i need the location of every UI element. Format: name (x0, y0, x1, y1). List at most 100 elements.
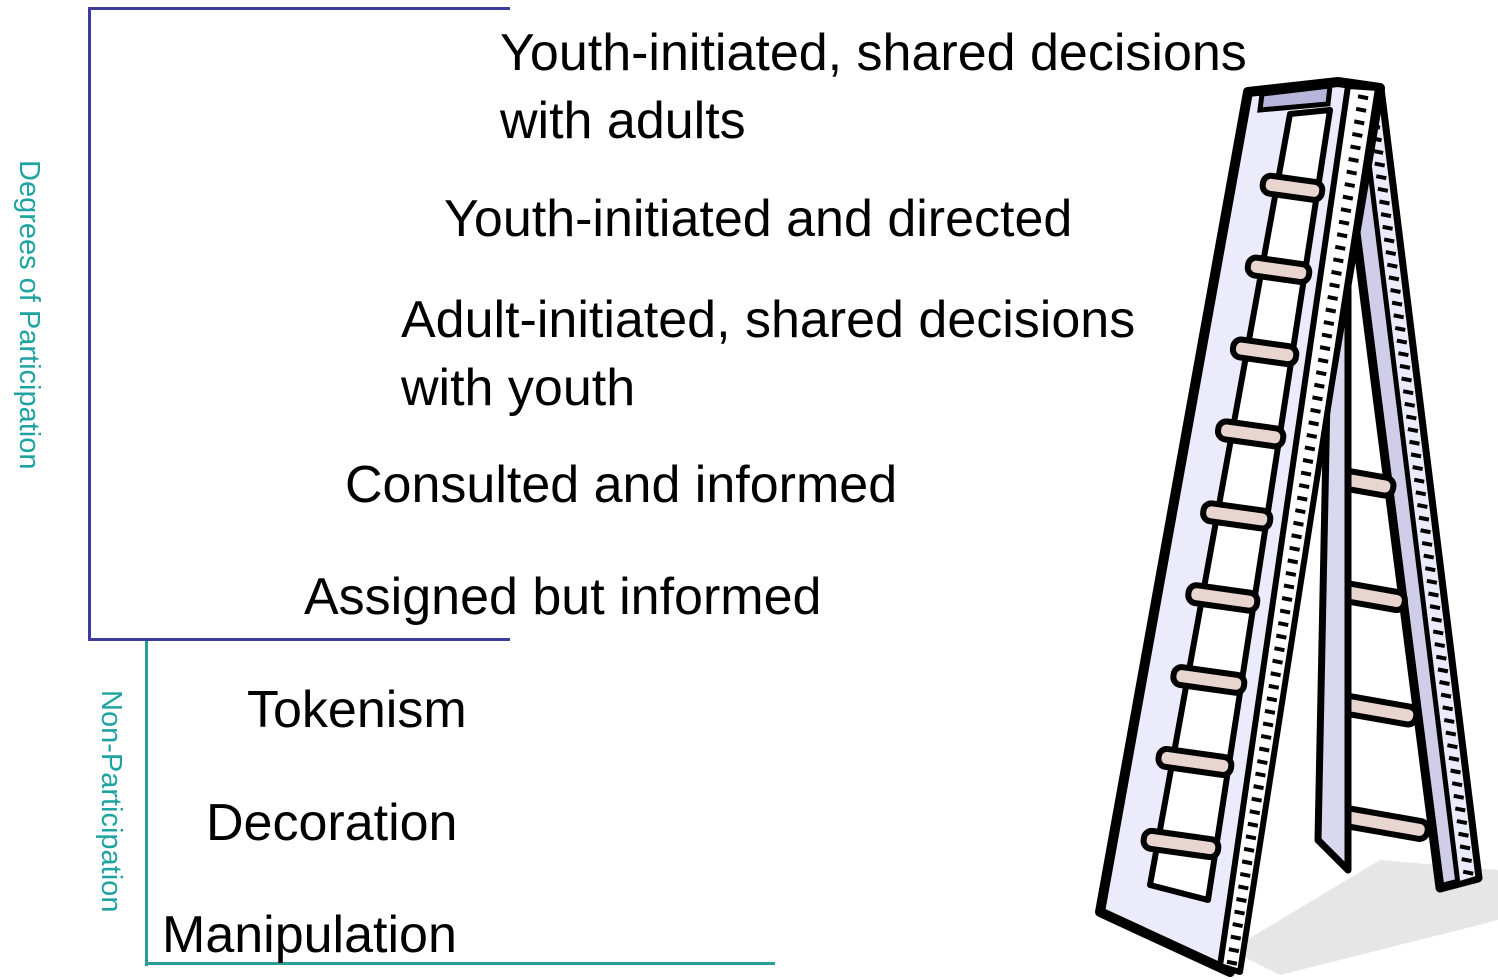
back-leg-tick (1435, 654, 1447, 661)
rung-8-line-1: Youth-initiated, shared decisions (500, 24, 1247, 82)
back-leg-tick (1398, 351, 1409, 358)
front-leg-tick (1338, 219, 1350, 226)
rung-4-label: Assigned but informed (304, 563, 821, 631)
rung-8-line-2: with adults (500, 92, 746, 150)
back-leg-tick (1380, 212, 1392, 219)
front-leg-tick (1268, 683, 1280, 690)
front-leg-tick (1234, 909, 1245, 916)
front-leg-tick (1255, 771, 1266, 778)
back-leg-tick (1459, 844, 1471, 851)
rung-6-label: Adult-initiated, shared decisions with y… (401, 286, 1135, 422)
ladder-front-rung (1200, 500, 1274, 532)
front-leg-tick (1355, 106, 1367, 113)
front-leg-tick (1281, 596, 1293, 602)
back-leg-tick (1432, 629, 1444, 636)
back-leg-tick (1386, 262, 1398, 269)
back-leg-tick (1405, 414, 1417, 421)
front-leg-tick (1236, 897, 1247, 903)
front-leg-tick (1306, 432, 1318, 439)
rung-6-line-1: Adult-initiated, shared decisions (401, 291, 1136, 349)
ladder-front-rung (1140, 827, 1222, 861)
front-leg-tick (1226, 959, 1238, 966)
front-leg-tick (1243, 846, 1255, 853)
front-leg-tick (1283, 583, 1295, 590)
ladder-front-rungs (1140, 172, 1326, 861)
front-leg-tick (1264, 708, 1276, 715)
front-leg-tick (1300, 470, 1312, 477)
back-leg-tick (1390, 288, 1401, 294)
front-leg-tick (1327, 294, 1339, 301)
front-leg-tick (1291, 533, 1302, 540)
back-leg-tick (1462, 869, 1474, 876)
rung-2-label: Decoration (206, 789, 457, 857)
non-participation-group-label: Non-Participation (95, 690, 127, 913)
front-leg-tick (1317, 357, 1329, 364)
front-leg-tick (1294, 508, 1306, 515)
back-leg-tick (1413, 477, 1425, 484)
front-leg-tick (1353, 119, 1365, 126)
front-leg-tick (1313, 382, 1325, 389)
ladder-front-rung (1155, 746, 1235, 778)
front-leg-tick (1350, 144, 1361, 151)
back-leg-tick (1447, 743, 1458, 750)
rung-6-line-2: with youth (401, 359, 636, 417)
back-leg-tick (1428, 591, 1439, 598)
back-leg-tick (1382, 224, 1393, 231)
rung-3-line-1: Tokenism (247, 681, 467, 739)
front-leg-tick (1312, 395, 1323, 402)
front-leg-tick (1275, 633, 1287, 640)
front-leg-tick (1308, 420, 1320, 427)
rung-8-label: Youth-initiated, shared decisions with a… (500, 19, 1247, 155)
participation-group-label: Degrees of Participation (13, 160, 45, 470)
front-leg-tick (1251, 796, 1263, 803)
front-leg-tick (1274, 646, 1285, 653)
back-leg-tick (1412, 465, 1424, 471)
back-leg-tick (1374, 161, 1386, 168)
front-leg-tick (1230, 934, 1242, 941)
front-leg-tick (1247, 821, 1259, 828)
back-leg-tick (1424, 566, 1436, 573)
front-leg-tick (1315, 370, 1327, 377)
front-leg-tick (1285, 570, 1297, 577)
back-leg-tick (1437, 667, 1449, 674)
front-leg-tick (1239, 871, 1251, 878)
front-leg-tick (1340, 207, 1352, 214)
back-leg-tick (1385, 250, 1397, 257)
back-leg-tick (1377, 186, 1389, 193)
participation-bracket-bottom (88, 638, 510, 641)
front-leg-ticks (1226, 94, 1369, 966)
ladder-icon (1095, 77, 1498, 977)
front-leg-tick (1287, 558, 1299, 565)
ladder-back-rungs (1339, 468, 1431, 842)
back-leg-tick (1383, 237, 1395, 244)
back-leg-tick (1451, 781, 1463, 788)
front-leg-tick (1296, 495, 1308, 502)
front-leg-tick (1346, 169, 1358, 176)
back-leg-tick (1402, 389, 1414, 396)
front-leg-tick (1304, 445, 1316, 452)
front-leg-tick (1262, 721, 1274, 728)
front-leg-tick (1329, 282, 1340, 289)
front-leg-tick (1336, 232, 1348, 239)
back-leg-tick (1393, 313, 1405, 320)
ladder-front-rung (1259, 172, 1326, 203)
back-leg-tick (1442, 705, 1454, 712)
front-leg-tick (1272, 658, 1283, 665)
front-leg-tick (1237, 884, 1249, 891)
front-leg-tick (1319, 345, 1331, 352)
back-leg-tick (1440, 692, 1452, 699)
back-leg-tick (1401, 376, 1412, 383)
back-leg-tick (1391, 300, 1403, 307)
rung-4-line-1: Assigned but informed (304, 568, 822, 626)
front-leg-tick (1279, 608, 1291, 615)
back-leg-tick (1394, 325, 1406, 332)
front-leg-tick (1232, 922, 1244, 929)
rung-5-line-1: Consulted and informed (345, 456, 898, 514)
front-leg-tick (1323, 320, 1335, 327)
back-leg-tick (1439, 680, 1450, 686)
back-leg-tick (1375, 174, 1387, 181)
back-leg-tick (1404, 401, 1416, 408)
non-participation-bracket-side (145, 641, 148, 966)
ladder-back-rung (1339, 693, 1420, 728)
